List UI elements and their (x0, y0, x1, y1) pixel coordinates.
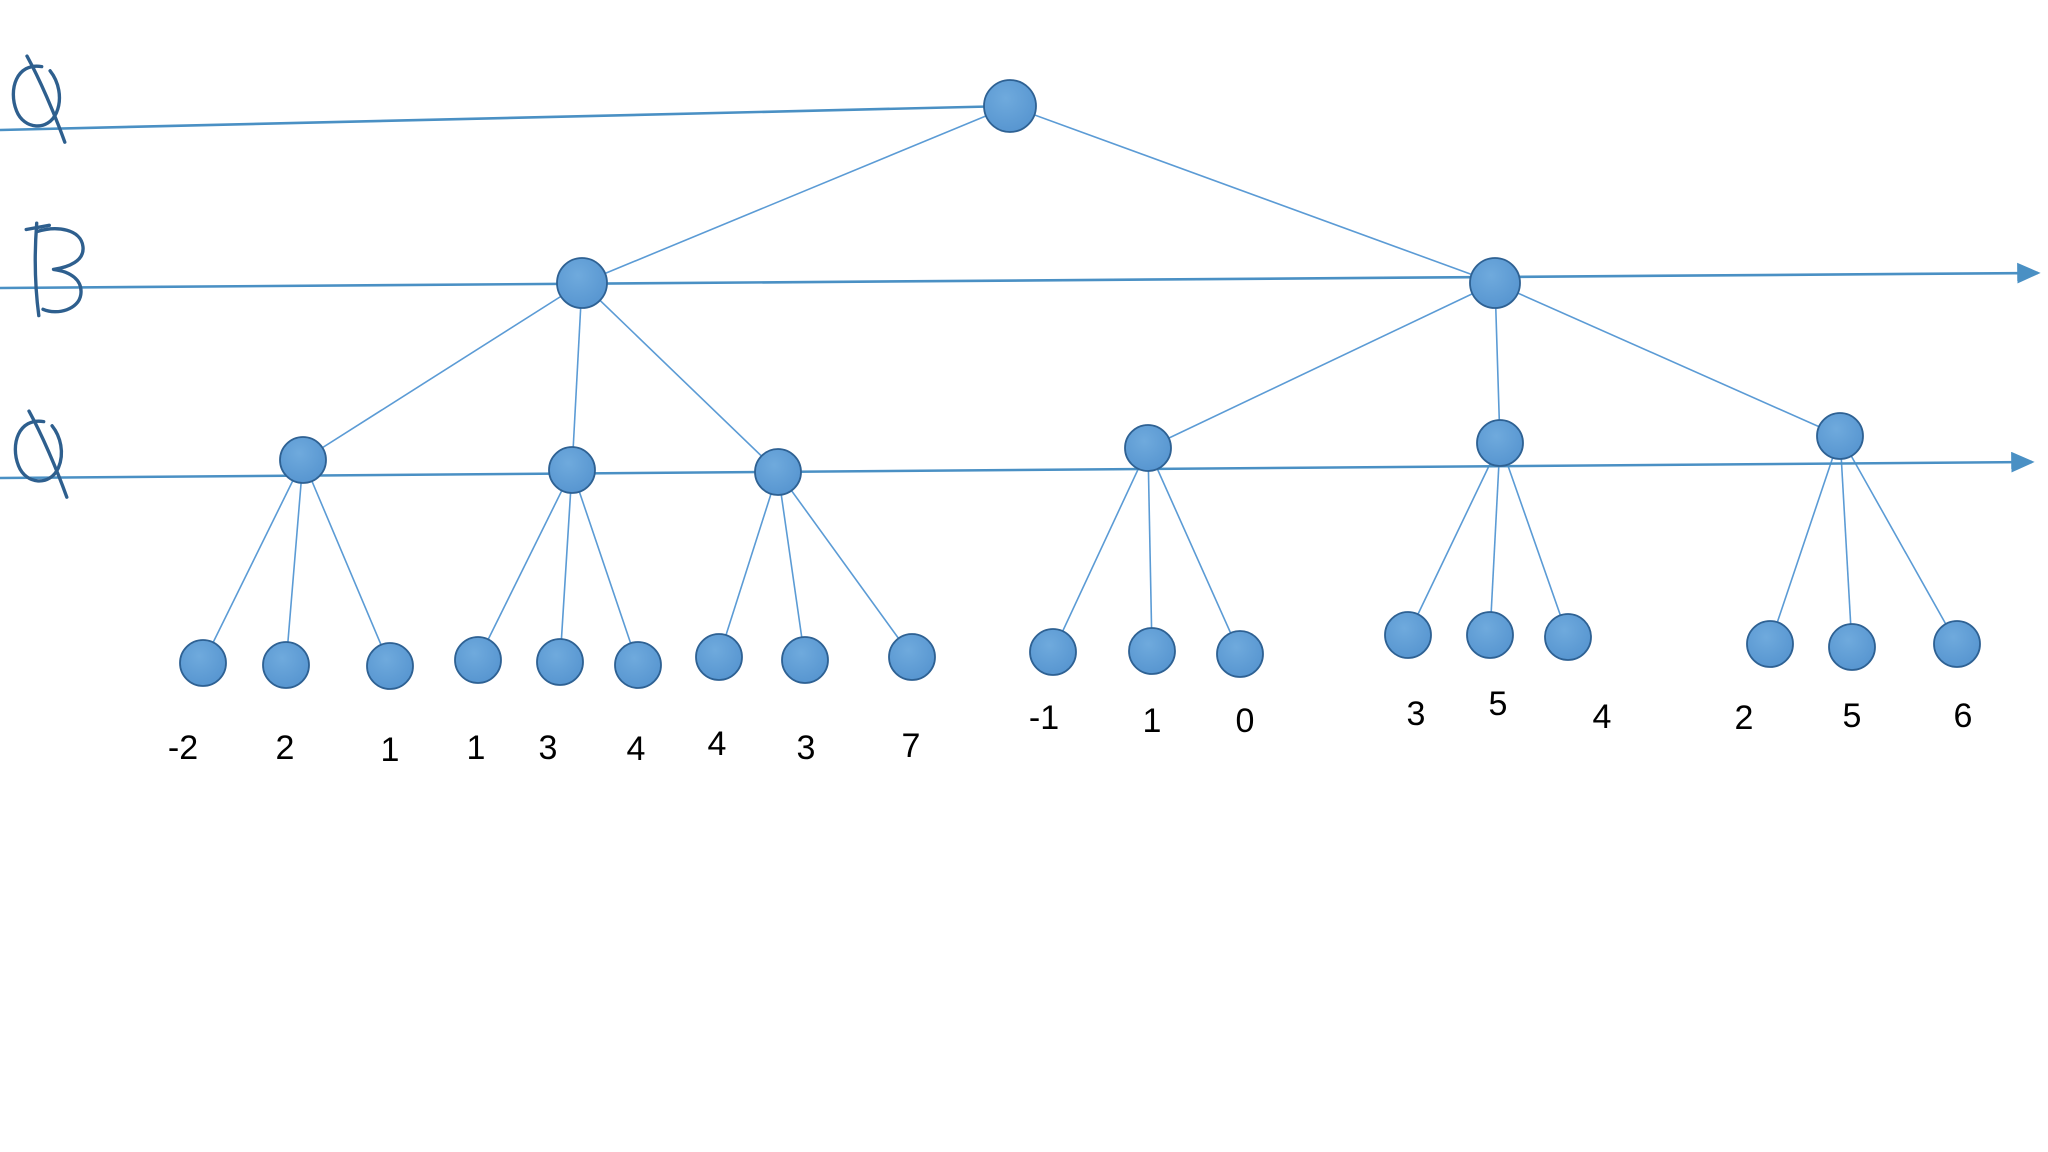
tree-edge (1147, 447, 1241, 655)
leaf-value-label: 6 (1953, 697, 1973, 735)
tree-node-level2[interactable] (754, 448, 802, 496)
alpha-line-level-2 (0, 451, 2035, 480)
leaf-value-label: 5 (1842, 697, 1862, 735)
tree-node-leaf[interactable] (781, 636, 829, 684)
leaf-value-label: -2 (167, 729, 199, 767)
ink-stroke (27, 409, 69, 499)
tree-edge (302, 282, 583, 461)
tree-edge (1499, 442, 1569, 638)
tree-node-leaf[interactable] (1384, 611, 1432, 659)
tree-edge (571, 469, 639, 666)
annotation-beta-level-1 (24, 221, 85, 318)
tree-edge (1839, 435, 1853, 648)
tree-edge (1147, 282, 1496, 449)
tree-edge (571, 282, 583, 471)
tree-edge (718, 471, 779, 658)
tree-edge (1494, 282, 1841, 437)
tree-node-leaf[interactable] (1128, 627, 1176, 675)
alpha-line-root (0, 96, 1013, 132)
tree-edge (1494, 282, 1501, 444)
leaf-value-label: 1 (380, 731, 400, 769)
tree-node-leaf[interactable] (536, 638, 584, 686)
tree-edge (777, 471, 913, 658)
tree-edge (1147, 447, 1153, 652)
leaf-value-label: 3 (796, 729, 816, 767)
tree-node-level1[interactable] (556, 257, 608, 309)
tree-node-leaf[interactable] (1216, 630, 1264, 678)
leaf-value-label: 7 (901, 727, 921, 765)
tree-node-level2[interactable] (1124, 424, 1172, 472)
leaf-value-label: 4 (707, 725, 727, 763)
ink-stroke (13, 419, 64, 483)
ink-stroke (24, 223, 51, 232)
ink-stroke (33, 221, 41, 318)
tree-edge (1769, 435, 1841, 645)
annotation-alpha-level-2 (13, 409, 69, 499)
tree-node-level2[interactable] (279, 436, 327, 484)
leaf-value-label: 4 (1592, 698, 1612, 736)
ink-stroke (11, 64, 62, 128)
tree-edge (1009, 105, 1496, 284)
tree-node-leaf[interactable] (695, 633, 743, 681)
ink-stroke (35, 227, 85, 314)
tree-edge (581, 105, 1011, 284)
leaf-value-label: 3 (1406, 695, 1426, 733)
tree-edge (1489, 442, 1501, 636)
tree-edge (1052, 447, 1149, 653)
leaf-value-label: 1 (1142, 702, 1162, 740)
leaf-value-label: 2 (275, 729, 295, 767)
tree-node-root[interactable] (983, 79, 1037, 133)
tree-node-level2[interactable] (1816, 412, 1864, 460)
tree-edge (1407, 442, 1501, 636)
ink-stroke (25, 54, 67, 144)
tree-edge (581, 282, 779, 473)
tree-edge (202, 459, 304, 664)
tree-nodes-group (179, 79, 1981, 690)
tree-node-leaf[interactable] (1466, 611, 1514, 659)
leaf-value-label: 2 (1734, 699, 1754, 737)
handwritten-annotations-group (11, 54, 85, 499)
tree-node-leaf[interactable] (614, 641, 662, 689)
annotation-alpha-level-0 (11, 54, 67, 144)
leaf-value-label: 3 (538, 729, 558, 767)
tree-edge (302, 459, 391, 667)
tree-node-leaf[interactable] (1933, 620, 1981, 668)
tree-node-leaf[interactable] (1029, 628, 1077, 676)
tree-edge (777, 471, 806, 661)
leaf-value-label: 5 (1488, 685, 1508, 723)
tree-edges-group (202, 105, 1958, 667)
tree-edge (559, 469, 573, 663)
tree-node-leaf[interactable] (454, 636, 502, 684)
tree-node-leaf[interactable] (1828, 623, 1876, 671)
tree-node-leaf[interactable] (366, 642, 414, 690)
leaf-value-label: 0 (1235, 702, 1255, 740)
tree-node-leaf[interactable] (1544, 613, 1592, 661)
tree-node-leaf[interactable] (179, 639, 227, 687)
tree-node-level2[interactable] (548, 446, 596, 494)
tree-node-leaf[interactable] (262, 641, 310, 689)
leaf-value-label: -1 (1028, 699, 1060, 737)
tree-node-leaf[interactable] (888, 633, 936, 681)
tree-node-level2[interactable] (1476, 419, 1524, 467)
beta-line-level-1 (0, 262, 2041, 290)
tree-edge (1839, 435, 1958, 645)
tree-edge (285, 459, 304, 666)
leaf-value-label: 4 (626, 730, 646, 768)
tree-node-leaf[interactable] (1746, 620, 1794, 668)
tree-edge (477, 469, 573, 661)
tree-node-level1[interactable] (1469, 257, 1521, 309)
leaf-value-label: 1 (466, 729, 486, 767)
cut-lines-group (0, 96, 2041, 480)
